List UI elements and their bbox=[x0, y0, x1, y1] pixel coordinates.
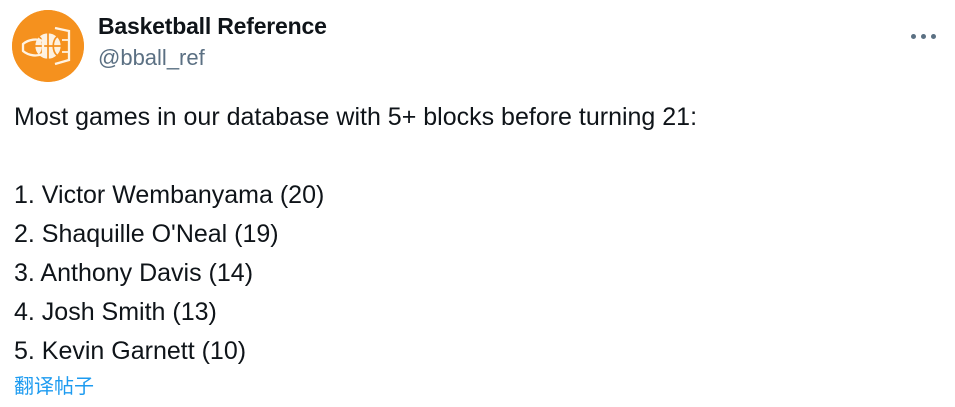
list-item: 3. Anthony Davis (14) bbox=[14, 259, 254, 287]
more-options-icon[interactable] bbox=[901, 22, 945, 50]
translate-post-link[interactable]: 翻译帖子 bbox=[14, 376, 94, 398]
ranking-list: 1. Victor Wembanyama (20) 2. Shaquille O… bbox=[14, 176, 934, 371]
author-handle: @bball_ref bbox=[98, 45, 205, 70]
list-item: 1. Victor Wembanyama (20) bbox=[14, 181, 325, 209]
more-dot-2 bbox=[920, 33, 926, 39]
basketball-logo-icon bbox=[12, 10, 84, 82]
more-dot-1 bbox=[910, 33, 916, 39]
tweet-text: Most games in our database with 5+ block… bbox=[14, 98, 934, 371]
more-dot-3 bbox=[930, 33, 936, 39]
list-item: 5. Kevin Garnett (10) bbox=[14, 337, 247, 365]
list-item: 2. Shaquille O'Neal (19) bbox=[14, 220, 279, 248]
tweet-lede: Most games in our database with 5+ block… bbox=[14, 103, 698, 131]
author-display-name: Basketball Reference bbox=[98, 13, 327, 39]
tweet-header: Basketball Reference @bball_ref bbox=[12, 10, 943, 84]
author-identity[interactable]: Basketball Reference @bball_ref bbox=[98, 11, 658, 73]
blank-line bbox=[14, 137, 934, 176]
list-item: 4. Josh Smith (13) bbox=[14, 298, 217, 326]
avatar[interactable] bbox=[12, 10, 84, 82]
